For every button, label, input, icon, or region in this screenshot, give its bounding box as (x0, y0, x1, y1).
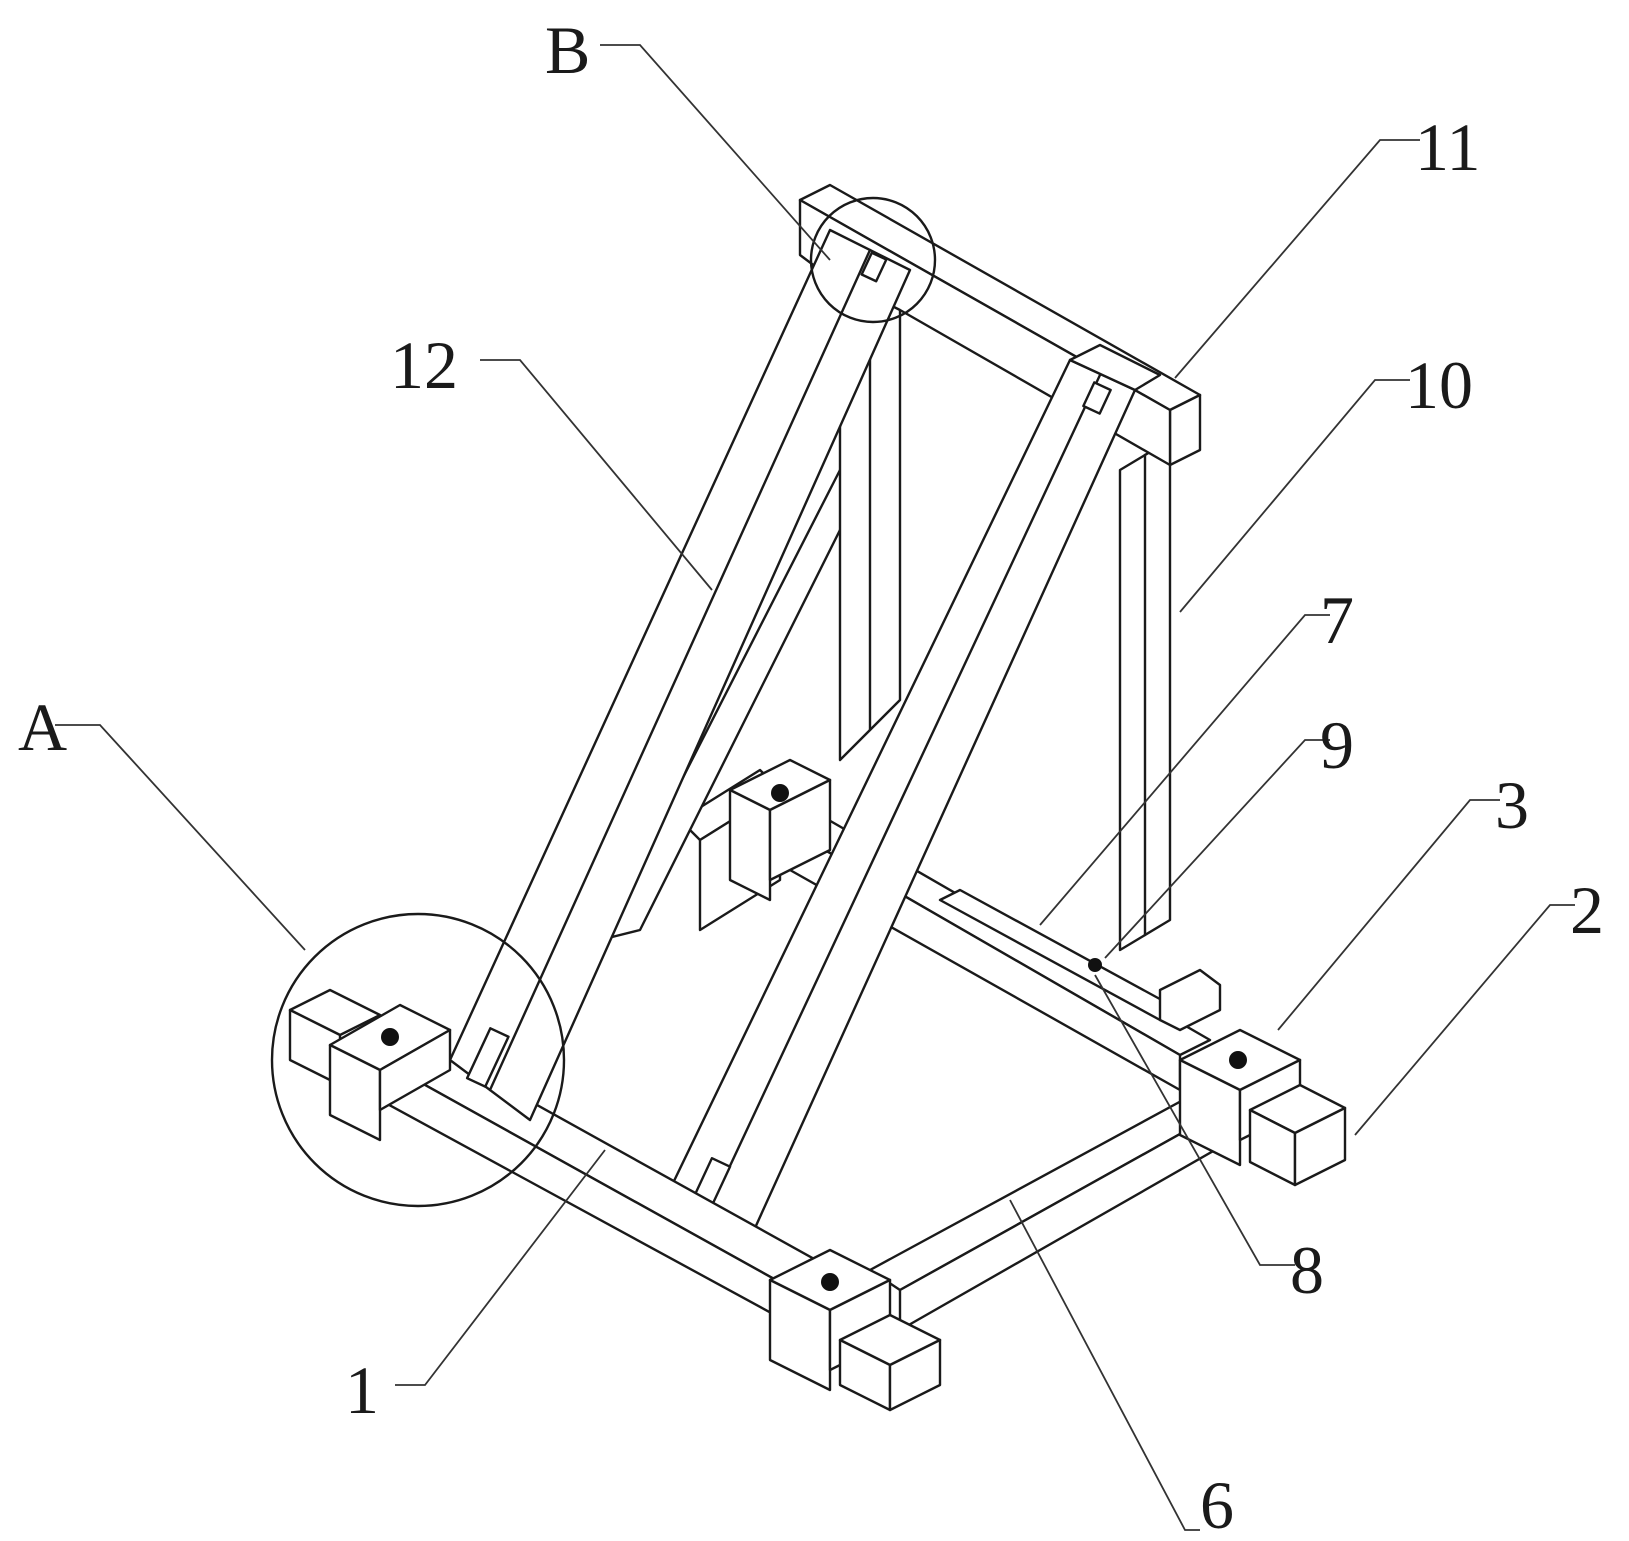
label-12: 12 (390, 327, 458, 403)
pin-hole (1088, 958, 1102, 972)
labels: A B 12 11 10 7 9 3 2 8 6 1 (18, 12, 1604, 1541)
left-diagonal-leg (448, 228, 912, 1122)
slide-track (938, 888, 1222, 1032)
label-2: 2 (1570, 872, 1604, 948)
right-vertical-posts (1118, 438, 1172, 952)
detail-circle-b (809, 196, 937, 324)
slot (1082, 381, 1112, 415)
slot (860, 251, 888, 283)
detail-circle-a (270, 912, 566, 1208)
left-corner-connector (288, 988, 452, 1142)
front-corner-connector (768, 1248, 942, 1412)
rear-corner-connector (728, 758, 832, 902)
label-8: 8 (1290, 1232, 1324, 1308)
label-7: 7 (1320, 582, 1354, 658)
label-6: 6 (1200, 1467, 1234, 1541)
label-a: A (18, 689, 67, 765)
label-3: 3 (1495, 767, 1529, 843)
slot (465, 1027, 510, 1088)
label-b: B (545, 12, 590, 88)
leader-lines (55, 44, 1575, 1531)
label-11: 11 (1415, 109, 1480, 185)
label-9: 9 (1320, 707, 1354, 783)
label-10: 10 (1405, 347, 1473, 423)
label-1: 1 (345, 1352, 379, 1428)
right-corner-connector (1178, 1028, 1347, 1187)
